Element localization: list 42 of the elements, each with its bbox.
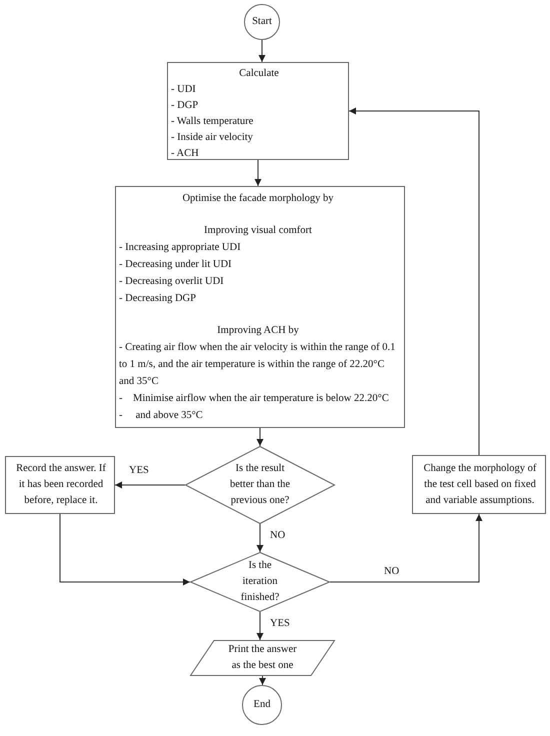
node-text: Change the morphology of the test cell based on fixed and variable assumptions. [422, 462, 538, 508]
node-text: Is the result better than the previous one? [228, 462, 292, 508]
node-text: - UDI [171, 83, 197, 97]
decision-diamond [190, 552, 330, 612]
io-parallelogram [190, 640, 335, 676]
node-text: Record the answer. If it has been recorded before, replace it. [15, 462, 107, 508]
decision-diamond [185, 446, 335, 524]
process-box [115, 186, 405, 428]
node-text: Improving ACH by [216, 324, 300, 338]
arrow [254, 160, 262, 186]
process-box [5, 456, 115, 514]
arrow [256, 428, 264, 446]
node-text: - Increasing appropriate UDI [119, 241, 242, 255]
node-text: Is the iteration finished? [240, 559, 280, 605]
node-text: Start [251, 15, 273, 29]
node-text: - Decreasing overlit UDI [119, 275, 225, 289]
node-text: Improving visual comfort [203, 224, 313, 238]
node-text: - Decreasing under lit UDI [119, 258, 233, 272]
arrow [259, 676, 266, 686]
node-text: - DGP [171, 99, 200, 113]
process-box [412, 455, 546, 514]
arrow [348, 108, 480, 456]
node-text: Optimise the facade morphology by [181, 192, 335, 206]
node-text: Calculate [238, 67, 280, 81]
arrow [60, 514, 190, 586]
arrow [256, 612, 264, 640]
process-box [167, 62, 349, 160]
node-text: - and above 35°C [119, 409, 204, 423]
arrow [256, 524, 264, 552]
node-text: - Inside air velocity [171, 131, 254, 145]
end-circle [242, 685, 282, 725]
start-circle [244, 4, 280, 40]
node-text: - Minimise airflow when the air temperature is below 22.20°C [119, 392, 390, 406]
arrow [114, 482, 186, 488]
arrow [258, 40, 266, 62]
node-text: End [252, 698, 272, 712]
node-text: - Creating air flow when the air velocity is within the range of 0.1 to 1 m/s, and the air temperature is within the range of 22.20°C and 35°C [119, 341, 396, 389]
node-text: - Decreasing DGP [119, 292, 197, 306]
node-text: - ACH [171, 147, 200, 161]
arrow [330, 514, 482, 582]
node-text: - Walls temperature [171, 115, 254, 129]
node-text: Print the answer as the best one [227, 643, 298, 673]
